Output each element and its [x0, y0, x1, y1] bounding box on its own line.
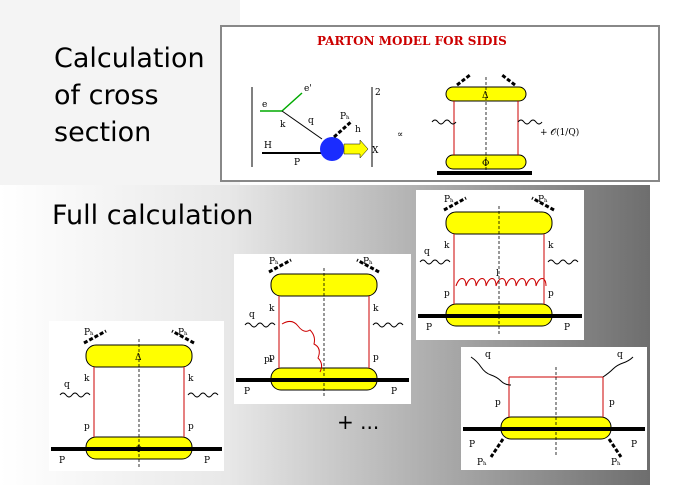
svg-text:q: q: [485, 350, 491, 360]
svg-text:p: p: [444, 289, 450, 299]
svg-text:P: P: [631, 440, 637, 450]
svg-text:p: p: [373, 353, 379, 363]
svg-text:p: p: [609, 398, 615, 408]
svg-text:P: P: [244, 387, 250, 397]
svg-text:2: 2: [375, 88, 381, 98]
svg-text:q: q: [617, 350, 623, 360]
svg-text:k: k: [188, 374, 194, 384]
svg-text:p: p: [269, 353, 275, 363]
svg-text:X: X: [372, 146, 379, 156]
svg-text:k: k: [548, 241, 554, 251]
svg-text:Φ: Φ: [135, 445, 142, 455]
panel-title: PARTON MODEL FOR SIDIS: [317, 34, 507, 48]
svg-text:Pₕ: Pₕ: [538, 195, 548, 205]
svg-text:Pₕ: Pₕ: [611, 458, 621, 468]
svg-text:Pₕ: Pₕ: [444, 195, 454, 205]
svg-text:p: p: [495, 398, 501, 408]
svg-text:h: h: [355, 125, 361, 135]
svg-text:e: e: [262, 100, 267, 110]
svg-text:+ 𝒪(1/Q): + 𝒪(1/Q): [540, 127, 579, 138]
plus-more: + ...: [337, 410, 380, 434]
svg-text:Pₕ: Pₕ: [363, 257, 373, 267]
svg-text:P: P: [469, 440, 475, 450]
svg-text:P: P: [426, 323, 432, 333]
svg-text:P: P: [391, 387, 397, 397]
svg-text:q: q: [249, 310, 255, 320]
svg-text:Pₕ: Pₕ: [84, 328, 94, 338]
svg-text:p: p: [188, 422, 194, 432]
svg-text:p: p: [548, 289, 554, 299]
svg-text:Pₕ: Pₕ: [340, 112, 350, 122]
svg-text:p: p: [84, 422, 90, 432]
svg-text:H: H: [264, 141, 272, 151]
svg-text:Φ: Φ: [482, 159, 489, 169]
heading-calculation-cross-section: Calculation of cross section: [54, 43, 205, 148]
heading-full-calculation: Full calculation: [52, 200, 254, 231]
svg-text:P: P: [294, 158, 300, 168]
svg-text:k: k: [269, 304, 275, 314]
svg-text:k: k: [84, 374, 90, 384]
svg-text:l: l: [496, 269, 499, 279]
svg-text:Pₕ: Pₕ: [477, 458, 487, 468]
svg-text:∝: ∝: [397, 130, 403, 140]
svg-text:k: k: [373, 304, 379, 314]
svg-text:q: q: [308, 116, 314, 126]
parton-model-panel: PARTON MODEL FOR SIDIS 2 e e' k q Pₕ h H…: [220, 25, 660, 182]
svg-text:p₁: p₁: [264, 355, 273, 365]
svg-text:P: P: [564, 323, 570, 333]
svg-text:P: P: [59, 456, 65, 466]
svg-text:q: q: [424, 247, 430, 257]
svg-text:Pₕ: Pₕ: [178, 328, 188, 338]
svg-text:k: k: [444, 241, 450, 251]
svg-text:Δ: Δ: [482, 91, 489, 101]
svg-text:q: q: [64, 380, 70, 390]
svg-text:P: P: [204, 456, 210, 466]
svg-text:k: k: [280, 120, 286, 130]
svg-text:Δ: Δ: [135, 353, 142, 363]
svg-text:e': e': [304, 84, 312, 94]
svg-text:Pₕ: Pₕ: [269, 257, 279, 267]
